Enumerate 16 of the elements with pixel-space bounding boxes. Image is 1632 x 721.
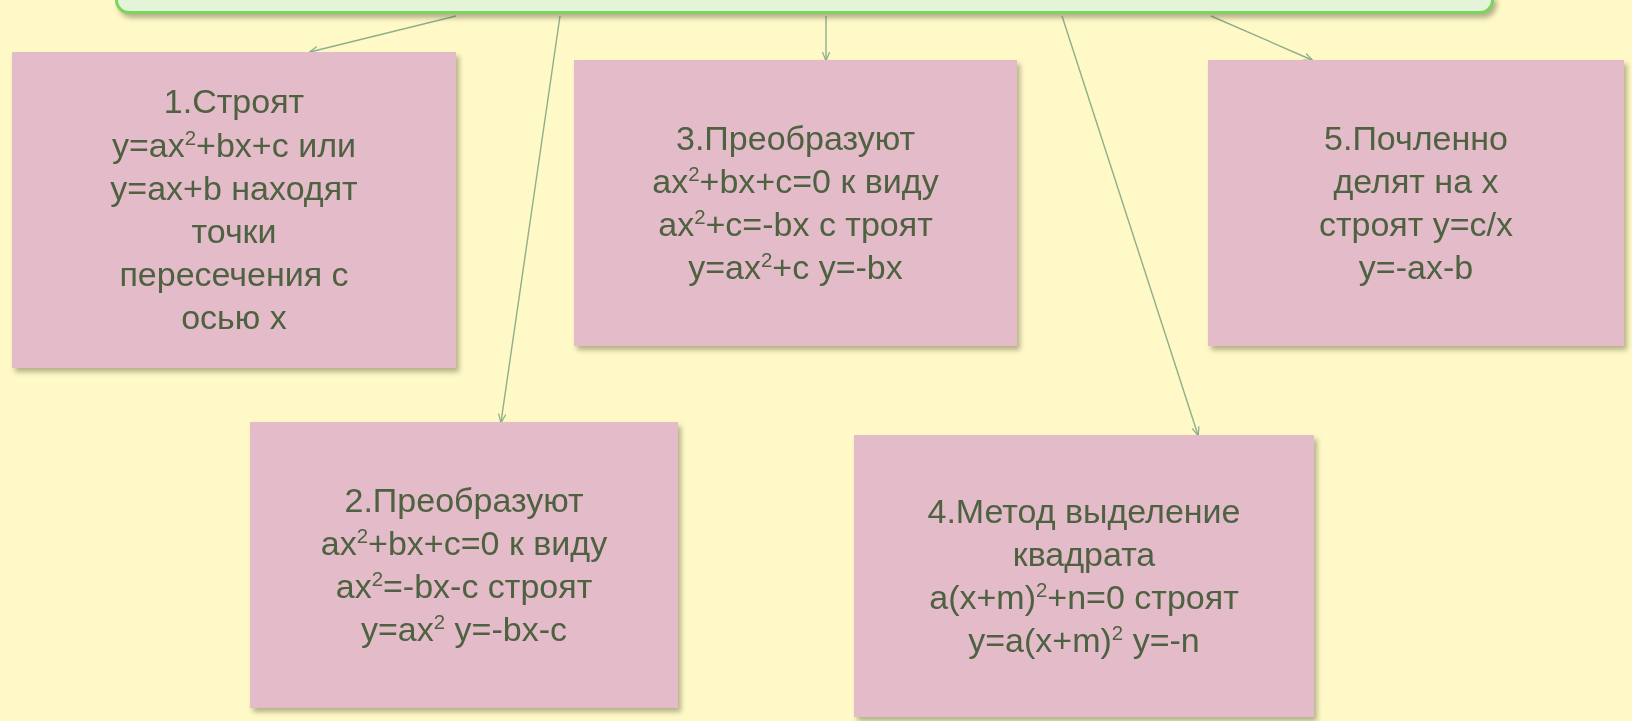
box-text: 3.Преобразуют ax$^{2}$+bx+c=0 к виду ax$^{2}$+c=-bx с троят y=ax$^{2}$+c y=-bx bbox=[651, 117, 940, 289]
box-text: 5.Почленно делят на x строят y=c/x y=-ax-b bbox=[1317, 117, 1515, 289]
arrow bbox=[308, 15, 457, 55]
box-shape bbox=[115, 0, 1494, 14]
process-box bbox=[1208, 60, 1624, 346]
box-text: 4.Метод выделение квадрата a(x+m)$^{2}$+n=0 строят y=a(x+m)$^{2}$ y=-n bbox=[926, 490, 1242, 662]
process-box bbox=[574, 60, 1017, 346]
arrow bbox=[821, 15, 831, 62]
arrow bbox=[1210, 15, 1314, 61]
box-text: 2.Преобразуют ax$^{2}$+bx+c=0 к виду ax$^{2}$=-bx-c строят y=ax$^{2}$ y=-bx-c bbox=[319, 479, 609, 651]
process-box bbox=[12, 52, 456, 368]
box-text: 1.Строят y=ax$^{2}$+bx+c или y=ax+b находят точки пересечения с осью x bbox=[109, 81, 359, 339]
arrow bbox=[497, 15, 561, 424]
process-box bbox=[250, 422, 678, 708]
arrow bbox=[1061, 15, 1200, 437]
process-box bbox=[854, 435, 1314, 717]
